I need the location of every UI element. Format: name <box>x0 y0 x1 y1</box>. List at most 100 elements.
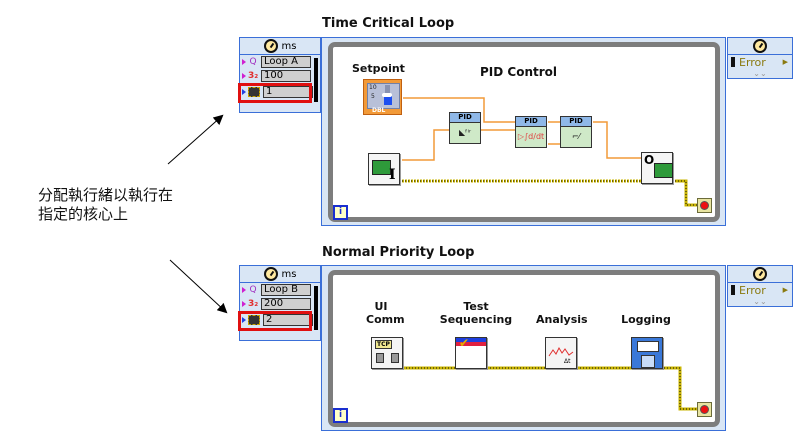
period-row[interactable]: 3₂ 200 <box>240 297 320 311</box>
setpoint-label: Setpoint <box>352 62 405 75</box>
processor-field[interactable]: 2 <box>263 314 313 326</box>
processor-row[interactable]: 2 <box>240 313 320 327</box>
setpoint-slider-control[interactable]: 10 5 DBL <box>363 79 402 115</box>
ui-comm-vi[interactable]: TCP <box>371 337 403 369</box>
terminal-arrow-icon <box>242 317 246 323</box>
tcp-icon: TCP <box>375 340 392 349</box>
unit-label: ms <box>281 40 297 52</box>
terminal-arrow-icon <box>242 89 246 95</box>
daq-card-icon <box>654 163 673 178</box>
stop-terminal-loop-1[interactable] <box>697 198 712 213</box>
iteration-terminal-loop-2: i <box>333 408 348 423</box>
rate-to-output-wire <box>593 121 641 159</box>
analysis-graph-icon <box>548 346 574 357</box>
period-field[interactable]: 100 <box>261 70 311 82</box>
node-scrollbar[interactable] <box>314 286 318 330</box>
analysis-vi[interactable]: Δt <box>545 337 577 369</box>
input-glyph: I <box>389 167 396 183</box>
timed-loop-input-node-2[interactable]: ms Q Loop B 3₂ 200 2 <box>238 265 321 341</box>
pid-integral-derivative-icon: ▷∫d/dt <box>517 132 545 141</box>
error-wire-to-stop-1 <box>675 179 697 207</box>
arrow-right-icon: ▶ <box>782 286 788 294</box>
arrow-right-icon: ▶ <box>782 58 788 66</box>
loop-name-row[interactable]: Q Loop A <box>240 55 320 69</box>
slider-fill <box>384 96 392 105</box>
error-wire-loop-2 <box>403 366 697 411</box>
terminal-arrow-icon <box>242 301 246 307</box>
setpoint-wire <box>403 97 515 123</box>
pid-controller-block[interactable]: PID ▷∫d/dt <box>515 116 547 148</box>
error-terminal-icon <box>731 285 735 295</box>
task-label-ui-comm: UI Comm <box>366 300 405 326</box>
pid-header: PID <box>561 117 591 127</box>
pid-rate-limiter-block[interactable]: PID ⌐⁄ <box>560 116 592 148</box>
task-label-logging: Logging <box>621 313 671 326</box>
pid-control-label: PID Control <box>480 65 558 79</box>
setpoint-tick-5: 5 <box>371 93 375 100</box>
node-scrollbar[interactable] <box>314 58 318 102</box>
io-output-block[interactable]: O <box>641 152 673 184</box>
processor-row[interactable]: 1 <box>240 85 320 99</box>
arrow-to-loop-b-processor <box>169 259 228 314</box>
processor-highlight-box <box>238 83 312 103</box>
test-sequence-icon: ✔ <box>459 336 470 350</box>
daq-card-icon <box>372 160 391 175</box>
slider-thumb[interactable] <box>382 93 392 97</box>
period-row[interactable]: 3₂ 100 <box>240 69 320 83</box>
loop-title-time-critical: Time Critical Loop <box>322 16 455 31</box>
io-input-block[interactable]: I <box>368 153 400 185</box>
clock-icon <box>263 267 278 281</box>
clock-icon <box>753 39 767 53</box>
processor-field[interactable]: 1 <box>263 86 313 98</box>
task-label-analysis: Analysis <box>536 313 588 326</box>
annotation-line-2: 指定的核心上 <box>38 205 129 223</box>
processor-chip-icon <box>248 87 260 97</box>
task-label-test-sequencing: Test Sequencing <box>439 300 513 326</box>
terminal-arrow-icon <box>242 59 246 65</box>
logging-vi[interactable] <box>631 337 663 369</box>
annotation-line-1: 分配執行緒以執行在 <box>38 186 174 204</box>
terminal-arrow-icon <box>242 73 246 79</box>
timed-loop-output-node-1[interactable]: Error ▶ ⌄⌄ <box>727 37 793 79</box>
loop-name-field[interactable]: Loop A <box>261 56 311 68</box>
pid-header: PID <box>516 117 546 127</box>
loop-name-field[interactable]: Loop B <box>261 284 311 296</box>
stop-terminal-loop-2[interactable] <box>697 402 712 417</box>
input-to-filter-wire <box>402 129 449 161</box>
fir-filter-icon: ◣ᶠⁱʳ <box>458 128 472 137</box>
unit-label: ms <box>281 268 297 280</box>
output-glyph: O <box>644 153 655 167</box>
numeric-icon: 3₂ <box>248 299 259 309</box>
expand-chevron-icon[interactable]: ⌄⌄ <box>753 297 767 306</box>
annotation-text: 分配執行緒以執行在 指定的核心上 <box>38 186 228 224</box>
numeric-icon: 3₂ <box>248 71 259 81</box>
error-terminal-icon <box>731 57 735 67</box>
clock-icon <box>263 39 278 53</box>
arrow-to-loop-a-processor <box>167 114 224 165</box>
clock-icon <box>753 267 767 281</box>
loop-title-normal-priority: Normal Priority Loop <box>322 245 475 260</box>
rate-limiter-icon: ⌐⁄ <box>571 132 581 141</box>
string-name-icon: Q <box>249 285 257 295</box>
processor-highlight-box <box>238 311 312 331</box>
floppy-disk-icon <box>637 341 659 352</box>
test-sequencing-vi[interactable]: ✔ <box>455 336 487 369</box>
processor-chip-icon <box>248 315 260 325</box>
error-output-label: Error <box>739 55 766 69</box>
iteration-terminal-loop-1: i <box>333 205 348 220</box>
dbl-type-label: DBL <box>372 107 386 114</box>
terminal-arrow-icon <box>242 287 246 293</box>
setpoint-tick-10: 10 <box>369 84 377 91</box>
loop-name-row[interactable]: Q Loop B <box>240 283 320 297</box>
pid-filter-block[interactable]: PID ◣ᶠⁱʳ <box>449 112 481 144</box>
string-name-icon: Q <box>249 57 257 67</box>
time-critical-loop-frame <box>321 37 726 226</box>
error-output-label: Error <box>739 283 766 297</box>
timed-loop-input-node[interactable]: ms Q Loop A 3₂ 100 1 <box>238 37 321 113</box>
expand-chevron-icon[interactable]: ⌄⌄ <box>753 69 767 78</box>
timed-loop-output-node-2[interactable]: Error ▶ ⌄⌄ <box>727 265 793 307</box>
period-field[interactable]: 200 <box>261 298 311 310</box>
